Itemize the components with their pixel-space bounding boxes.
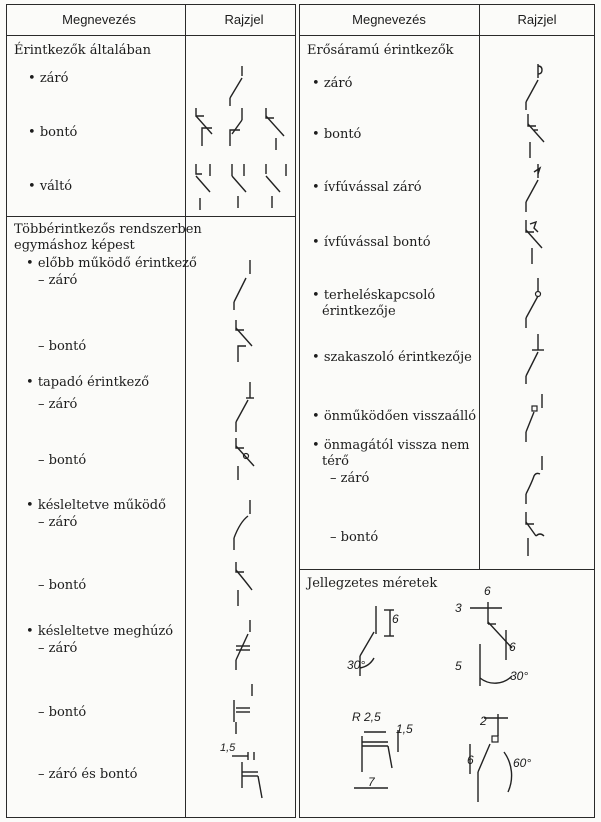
- symbol-delayed-make: [233, 500, 251, 550]
- right-column-divider: [479, 4, 480, 569]
- symbol-early-make: [233, 260, 251, 310]
- symbol-power-make: [525, 64, 543, 110]
- symbol-break-contact-2: [229, 108, 243, 146]
- dim-3: 3: [455, 601, 462, 615]
- item-valto: váltó: [28, 179, 72, 195]
- r-item-terheleskapcsolo: terheléskapcsoló: [312, 288, 435, 304]
- dim-6-b: 6: [484, 584, 491, 598]
- left-header-name: Megnevezés: [6, 4, 192, 36]
- symbol-arc-break: [525, 220, 543, 264]
- symbol-delayed-pull-make: [235, 620, 251, 670]
- item-kesleltetve-mukodo: késleltetve működő: [26, 498, 166, 514]
- right-header-symbol: Rajzjel: [479, 4, 595, 36]
- r-item-bonto: bontó: [312, 127, 362, 143]
- item-elobb-mukodo: előbb működő érintkező: [26, 256, 197, 272]
- sub-bonto-4: – bontó: [38, 705, 87, 720]
- symbol-delayed-break: [235, 562, 253, 606]
- symbol-break-contact-1: [195, 108, 213, 146]
- symbol-power-break: [527, 114, 545, 158]
- r-item-ivfuvassal-bonto: ívfúvással bontó: [312, 235, 431, 251]
- item-zaro: záró: [28, 71, 69, 87]
- sub-zaro-2: – záró: [38, 397, 78, 412]
- symbol-disconnector: [525, 334, 544, 384]
- r-item-onmagatol: önmagától vissza nem: [312, 438, 470, 454]
- dim-7: 7: [368, 775, 375, 789]
- sub-bonto-3: – bontó: [38, 578, 87, 593]
- symbol-load-switch: [525, 278, 542, 328]
- symbol-latching-make: [235, 382, 254, 432]
- right-section-divider: [299, 569, 595, 570]
- symbol-non-reset-break: [525, 512, 545, 556]
- right-table: [299, 4, 595, 818]
- r-item-onmukodoen: önműködően visszaálló: [312, 409, 476, 425]
- right-header-name: Megnevezés: [299, 4, 479, 36]
- sub-zaro-4: – záró: [38, 641, 78, 656]
- dim-30deg-b: 30°: [510, 669, 529, 683]
- symbol-delayed-pull-break: [233, 684, 253, 734]
- dim-1-5-b: 1,5: [396, 722, 413, 736]
- sub-bonto-2: – bontó: [38, 453, 87, 468]
- item-tapado: tapadó érintkező: [26, 375, 149, 391]
- right-section2-title: Jellegzetes méretek: [307, 576, 438, 591]
- dim-2: 2: [480, 714, 487, 728]
- symbol-make-contact: [229, 66, 243, 106]
- left-column-divider: [185, 4, 186, 818]
- dim-5: 5: [455, 659, 462, 673]
- r-sub-zaro: – záró: [330, 471, 370, 486]
- symbol-make-break-combined: [232, 752, 263, 799]
- left-header-symbol: Rajzjel: [192, 4, 296, 36]
- symbol-arc-make: [525, 164, 542, 212]
- symbol-non-reset-make: [525, 456, 543, 504]
- symbol-latching-break: [235, 438, 255, 480]
- symbol-break-contact-3: [265, 108, 285, 150]
- r-item-zaro: záró: [312, 76, 353, 92]
- left-section2-title-line2: egymáshoz képest: [14, 238, 135, 253]
- left-table: [6, 4, 296, 818]
- r-item-erintkezoje: érintkezője: [322, 304, 396, 319]
- right-section1-title: Erősáramú érintkezők: [307, 43, 454, 58]
- dim-label-1-5: 1,5: [220, 742, 236, 754]
- dim-6-c: 6: [509, 640, 516, 654]
- dim-drawing-make: [359, 606, 394, 676]
- dim-drawing-break: [470, 602, 513, 686]
- left-section2-title-line1: Többérintkezős rendszerben: [14, 222, 202, 237]
- sub-zaro-es-bonto: – záró és bontó: [38, 767, 138, 782]
- dim-drawing-auto-reset: [469, 714, 513, 802]
- symbol-changeover-3: [265, 164, 287, 208]
- dim-r25: R 2,5: [352, 710, 381, 724]
- item-kesleltetve-meghuzo: késleltetve meghúzó: [26, 624, 173, 640]
- symbol-changeover-1: [195, 164, 211, 210]
- r-sub-bonto: – bontó: [330, 530, 379, 545]
- r-item-tero: térő: [322, 454, 349, 469]
- dim-60deg: 60°: [513, 756, 532, 770]
- left-section-divider: [6, 216, 296, 217]
- dim-drawing-delayed: [354, 730, 399, 789]
- item-bonto: bontó: [28, 125, 78, 141]
- symbol-early-break: [235, 320, 253, 362]
- dim-6-d: 6: [467, 753, 474, 767]
- dim-30deg-a: 30°: [347, 658, 366, 672]
- sub-zaro-3: – záró: [38, 515, 78, 530]
- r-item-ivfuvassal-zaro: ívfúvással záró: [312, 180, 422, 196]
- symbol-auto-reset: [525, 394, 543, 442]
- left-section1-title: Érintkezők általában: [14, 43, 151, 58]
- symbol-changeover-2: [231, 164, 247, 208]
- r-item-szakaszolo: szakaszoló érintkezője: [312, 350, 472, 366]
- sub-bonto-1: – bontó: [38, 339, 87, 354]
- sub-zaro-1: – záró: [38, 273, 78, 288]
- dim-6-a: 6: [392, 612, 399, 626]
